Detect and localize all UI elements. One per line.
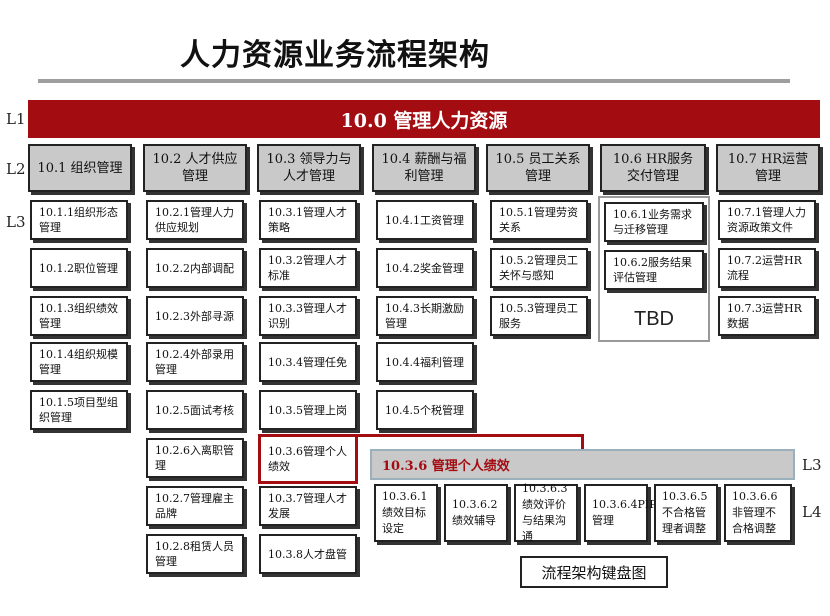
level-label-l3: L3 xyxy=(6,213,26,231)
l3-box-10-3-2: 10.3.2管理人才标准 xyxy=(259,248,357,288)
l2-box-10-4: 10.4 薪酬与福利管理 xyxy=(372,144,476,192)
l3-box-10-5-2: 10.5.2管理员工关怀与感知 xyxy=(490,248,588,288)
l3-box-10-2-7: 10.2.7管理雇主品牌 xyxy=(146,486,244,526)
l3-box-10-3-8: 10.3.8人才盘管 xyxy=(259,534,357,574)
l4-box-10-3-6-5: 10.3.6.5不合格管理者调整 xyxy=(654,484,718,542)
l3-box-10-4-1: 10.4.1工资管理 xyxy=(376,200,474,240)
page-title: 人力资源业务流程架构 xyxy=(180,38,490,73)
l3-box-10-1-1: 10.1.1组织形态管理 xyxy=(30,200,128,240)
l3-box-10-7-2: 10.7.2运营HR流程 xyxy=(718,248,816,288)
l2-box-10-2: 10.2 人才供应管理 xyxy=(143,144,247,192)
level-label-l3-detail: L3 xyxy=(802,456,822,474)
level-label-l1: L1 xyxy=(6,110,26,128)
l3-box-10-5-3: 10.5.3管理员工服务 xyxy=(490,296,588,336)
l4-box-10-3-6-3: 10.3.6.3绩效评价与结果沟通 xyxy=(514,482,578,543)
l4-box-10-3-6-4: 10.3.6.4PIP管理 xyxy=(584,484,657,542)
caption-label: 流程架构键盘图 xyxy=(520,556,668,588)
level-label-l4: L4 xyxy=(802,503,822,521)
l2-box-10-6: 10.6 HR服务交付管理 xyxy=(600,144,706,192)
l3-box-10-3-1: 10.3.1管理人才策略 xyxy=(259,200,357,240)
l3-box-10-2-2: 10.2.2内部调配 xyxy=(146,248,244,288)
l4-box-10-3-6-6: 10.3.6.6非管理不合格调整 xyxy=(724,484,792,542)
l3-box-10-6-2: 10.6.2服务结果评估管理 xyxy=(604,250,704,290)
l3-box-10-3-3: 10.3.3管理人才识别 xyxy=(259,296,357,336)
l3-box-10-2-1: 10.2.1管理人力供应规划 xyxy=(146,200,244,240)
l3-box-10-3-6-highlighted: 10.3.6管理个人绩效 xyxy=(258,434,358,484)
l4-box-10-3-6-2: 10.3.6.2绩效辅导 xyxy=(444,484,508,542)
l3-box-10-4-3: 10.4.3长期激励管理 xyxy=(376,296,474,336)
l2-box-10-3: 10.3 领导力与人才管理 xyxy=(257,144,361,192)
l2-box-10-1: 10.1 组织管理 xyxy=(28,144,132,192)
l2-box-10-7: 10.7 HR运营管理 xyxy=(716,144,820,192)
l3-box-10-6-1: 10.6.1业务需求与迁移管理 xyxy=(604,202,704,242)
l3-box-10-3-5: 10.3.5管理上岗 xyxy=(259,390,357,430)
l3-box-10-4-2: 10.4.2奖金管理 xyxy=(376,248,474,288)
l3-box-10-1-5: 10.1.5项目型组织管理 xyxy=(30,390,128,430)
l3-box-10-4-4: 10.4.4福利管理 xyxy=(376,342,474,382)
l2-box-10-5: 10.5 员工关系管理 xyxy=(486,144,590,192)
l3-box-10-7-1: 10.7.1管理人力资源政策文件 xyxy=(718,200,816,240)
detail-l3-header: 10.3.6 管理个人绩效 xyxy=(370,449,795,480)
l1-banner: 10.0 管理人力资源 xyxy=(28,100,820,138)
l3-box-10-3-4: 10.3.4管理任免 xyxy=(259,342,357,382)
l3-box-10-2-3: 10.2.3外部寻源 xyxy=(146,296,244,336)
detail-connector-horizontal xyxy=(356,434,584,437)
level-label-l2: L2 xyxy=(6,160,26,178)
l4-box-10-3-6-1: 10.3.6.1绩效目标设定 xyxy=(374,484,438,542)
l3-box-10-7-3: 10.7.3运营HR数据 xyxy=(718,296,816,336)
l3-box-10-2-6: 10.2.6入离职管理 xyxy=(146,438,244,478)
l3-box-10-1-4: 10.1.4组织规模管理 xyxy=(30,342,128,382)
l3-box-10-3-7: 10.3.7管理人才发展 xyxy=(259,486,357,526)
l3-box-10-1-2: 10.1.2职位管理 xyxy=(30,248,128,288)
tbd-label: TBD xyxy=(634,308,674,330)
l3-box-10-5-1: 10.5.1管理劳资关系 xyxy=(490,200,588,240)
l3-box-10-4-5: 10.4.5个税管理 xyxy=(376,390,474,430)
l3-box-10-2-4: 10.2.4外部录用管理 xyxy=(146,342,244,382)
l3-box-10-2-5: 10.2.5面试考核 xyxy=(146,390,244,430)
detail-connector-vertical xyxy=(581,434,584,450)
title-divider xyxy=(38,79,790,83)
l3-box-10-2-8: 10.2.8租赁人员管理 xyxy=(146,534,244,574)
l3-box-10-1-3: 10.1.3组织绩效管理 xyxy=(30,296,128,336)
